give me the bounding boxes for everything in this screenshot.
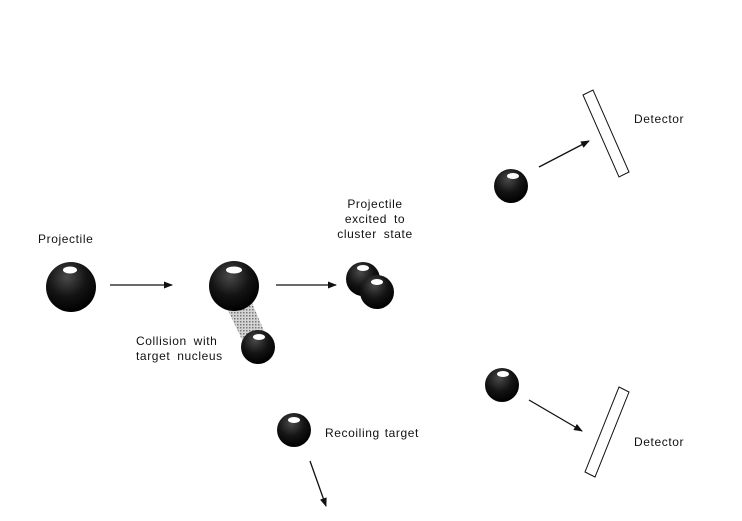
cluster-fragment-b — [360, 275, 394, 309]
target-nucleus — [241, 330, 275, 364]
projectile-at-collision — [209, 261, 259, 311]
collision-label-line-1: Collision with — [136, 334, 218, 348]
cluster-label-line-2: excited to — [344, 212, 406, 226]
detector-bottom-label: Detector — [634, 435, 685, 449]
cluster-label-line-3: cluster state — [337, 227, 413, 241]
upper-fragment — [494, 169, 528, 203]
lower-fragment — [485, 368, 519, 402]
projectile-label: Projectile — [38, 232, 94, 246]
recoil-arrow — [309, 460, 327, 507]
detector-bottom — [584, 386, 630, 478]
detector-top — [582, 89, 630, 178]
collision-label-line-2: target nucleus — [136, 349, 223, 363]
recoiling-target-nucleus — [277, 413, 311, 447]
lower-fragment-arrow — [528, 399, 583, 432]
cluster-label-line-1: Projectile — [347, 197, 403, 211]
cluster-label: Projectile excited to cluster state — [320, 197, 430, 242]
projectile-nucleus — [46, 262, 96, 312]
recoiling-target-label: Recoiling target — [325, 426, 419, 440]
upper-fragment-arrow — [538, 140, 590, 168]
collision-label: Collision with target nucleus — [136, 334, 223, 364]
detector-top-label: Detector — [634, 112, 685, 126]
